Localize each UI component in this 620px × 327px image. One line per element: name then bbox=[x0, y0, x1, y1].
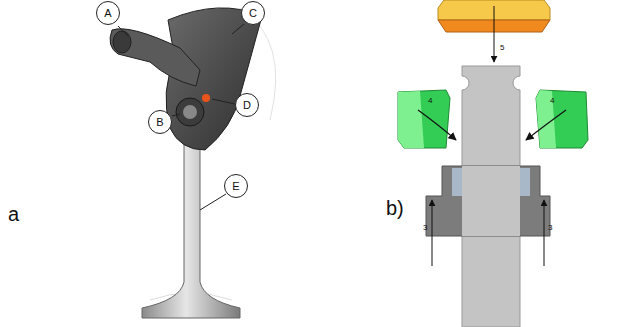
panel-label: a bbox=[8, 204, 19, 224]
panel-label: b) bbox=[386, 198, 404, 218]
arrow-5 bbox=[494, 6, 495, 62]
valve-stem bbox=[462, 166, 520, 236]
leader-line bbox=[232, 24, 244, 34]
callout-circle: C bbox=[241, 1, 265, 25]
keeper-left-light bbox=[398, 91, 424, 148]
callout-circle: A bbox=[96, 1, 120, 25]
callout-letter: A bbox=[104, 7, 111, 19]
collar-inner bbox=[452, 168, 462, 196]
arrow-4 bbox=[526, 110, 566, 140]
rocker-arm bbox=[110, 29, 200, 86]
leader-line bbox=[118, 26, 128, 36]
arrow-3 bbox=[544, 200, 545, 266]
leader-line bbox=[212, 99, 235, 104]
callout-number: 3 bbox=[423, 224, 427, 232]
leader-line bbox=[172, 114, 180, 116]
callout-number: 4 bbox=[428, 97, 432, 105]
keeper-right bbox=[536, 90, 588, 148]
callout-number: 4 bbox=[550, 97, 554, 105]
callout-letter: C bbox=[249, 7, 257, 19]
callout-number: 3 bbox=[548, 224, 552, 232]
keeper-left bbox=[398, 90, 450, 148]
arm-hole bbox=[113, 31, 131, 53]
callout-circle: B bbox=[148, 110, 172, 134]
arrow-3 bbox=[432, 200, 433, 266]
contact-point bbox=[202, 94, 210, 102]
valve bbox=[142, 135, 240, 318]
callout-letter: E bbox=[232, 180, 239, 192]
pivot-hub bbox=[183, 105, 197, 119]
callout-letter: D bbox=[243, 99, 251, 111]
callout-circle: D bbox=[235, 93, 259, 117]
callout-number: 5 bbox=[500, 44, 504, 52]
valve-stem bbox=[462, 66, 520, 327]
collar-inner bbox=[520, 168, 530, 196]
spring-collar bbox=[426, 166, 550, 236]
callout-circle: E bbox=[224, 174, 248, 198]
callout-letter: B bbox=[156, 116, 163, 128]
pivot bbox=[176, 98, 204, 126]
leader-line bbox=[200, 194, 226, 210]
arrow-4 bbox=[418, 110, 456, 140]
